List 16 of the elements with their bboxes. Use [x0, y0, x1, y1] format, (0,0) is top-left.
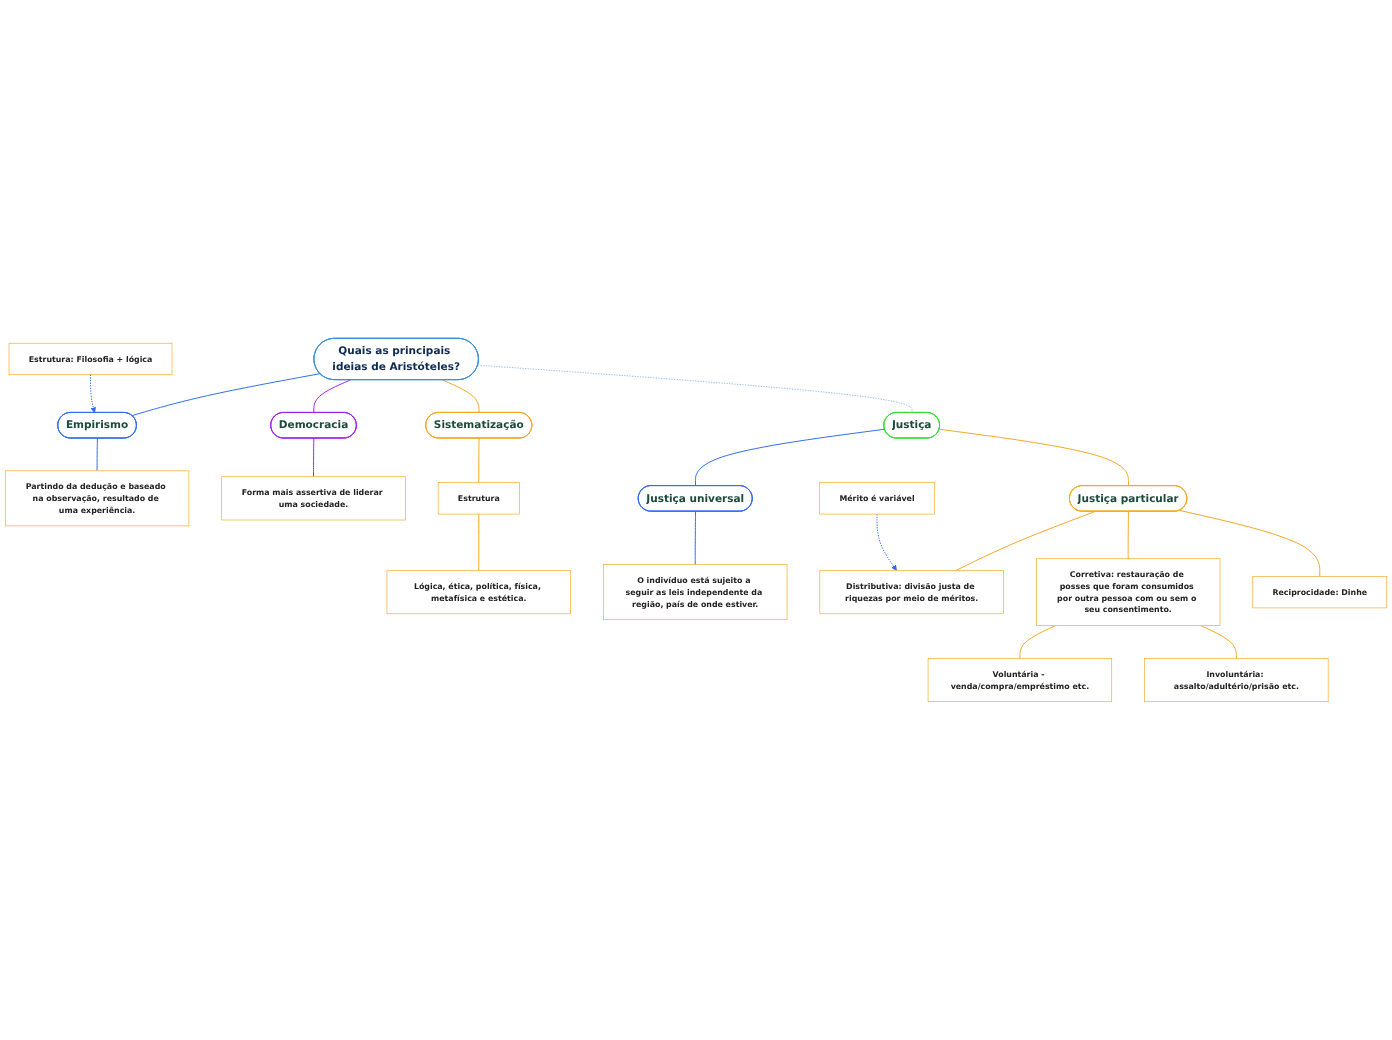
connector — [96, 437, 98, 472]
connector — [477, 364, 913, 414]
connector — [442, 379, 480, 414]
connector — [1179, 509, 1321, 577]
connector — [938, 428, 1129, 487]
connector — [478, 513, 480, 571]
connector — [1200, 625, 1237, 659]
connector — [1127, 511, 1129, 560]
connector — [1019, 625, 1056, 659]
connector — [478, 437, 480, 484]
connector — [955, 511, 1096, 571]
connector — [313, 437, 315, 478]
connector — [694, 511, 697, 566]
connector — [695, 428, 886, 487]
connector — [313, 379, 351, 414]
connector — [131, 373, 321, 417]
